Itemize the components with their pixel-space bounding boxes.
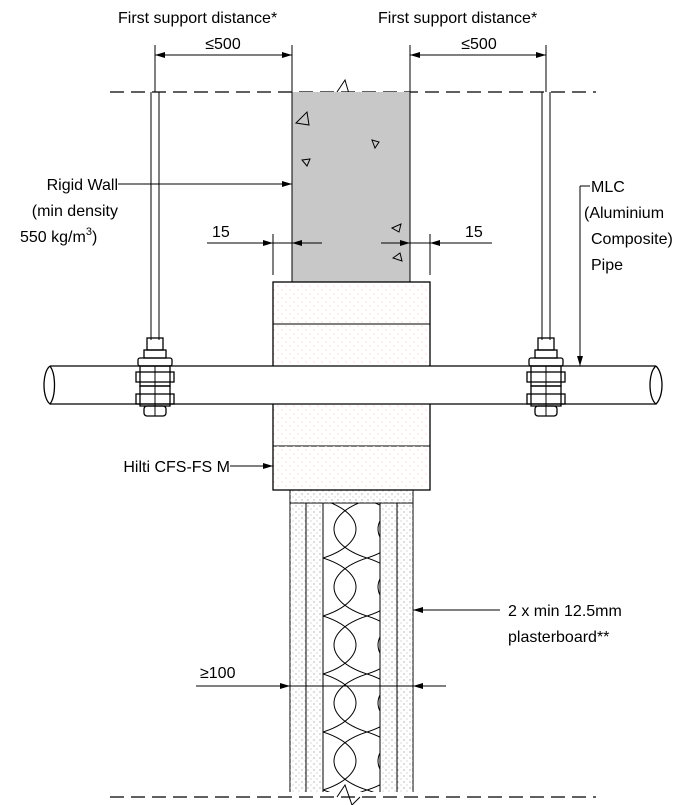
label-offset-left: 15 [212,224,230,241]
pipe-clamp-right [526,337,566,417]
support-rod-left [150,92,160,340]
label-pipe-line1: MLC [591,179,625,196]
dimension-wall-thickness [196,683,446,689]
break-line-bottom [110,783,596,805]
plasterboard-wall [289,489,414,796]
dimension-support-left [154,45,293,92]
label-offset-right: 15 [465,224,483,241]
label-dim-left: ≤500 [205,36,241,53]
label-support-left: First support distance* [118,10,277,27]
label-board-line2: plasterboard** [508,629,609,646]
insulation [323,503,380,795]
dimension-offset-right [381,234,492,275]
label-board-line1: 2 x min 12.5mm [508,603,622,620]
dimension-offset-left [207,234,322,275]
label-dim-right: ≤500 [461,36,497,53]
label-pipe-line2: (Aluminium [584,205,664,222]
label-wall-line3: 550 kg/m3) [20,226,97,246]
label-wall-thickness: ≥100 [200,665,236,682]
pipe-clamp-left [135,337,175,417]
label-pipe-line3: Composite) [591,231,673,248]
label-pipe-line4: Pipe [591,257,623,274]
fire-collar-stack [272,281,431,491]
rigid-wall [291,92,411,282]
label-wall-line1: Rigid Wall [47,177,118,194]
label-wall-line2: (min density [32,203,118,220]
label-product: Hilti CFS-FS M [123,459,230,476]
leader-rigid-wall [118,181,292,187]
leader-plasterboard [413,607,500,613]
support-rod-right [541,92,551,340]
dimension-support-right [409,45,547,92]
leader-mlc-pipe [577,185,590,366]
label-support-right: First support distance* [378,10,537,27]
leader-product [230,463,273,469]
